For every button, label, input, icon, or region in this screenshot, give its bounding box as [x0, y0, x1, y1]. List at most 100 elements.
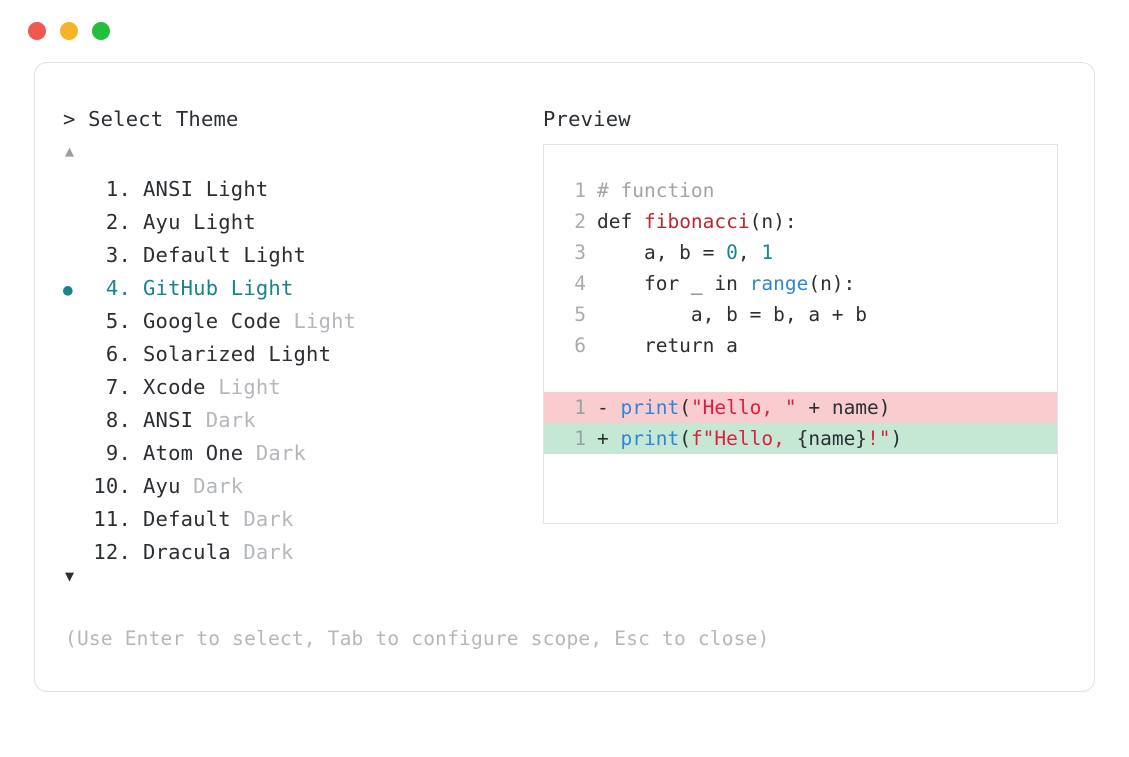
preview-panel: 1 # function 2 def fibonacci(n): 3 a, b = 0,… — [543, 144, 1058, 524]
theme-list[interactable]: ●1ANSI Light●2Ayu Light●3Default Light●4… — [63, 174, 543, 569]
theme-selector-card: > Select Theme ▲ ●1ANSI Light●2Ayu Light… — [34, 62, 1095, 692]
theme-name: GitHub — [143, 276, 219, 300]
theme-list-item[interactable]: ●8 ANSI Dark — [63, 405, 543, 437]
line-number: 1 — [574, 396, 586, 419]
scroll-up-icon[interactable]: ▲ — [65, 142, 75, 160]
line-number: 4 — [574, 272, 586, 295]
theme-name: Solarized — [143, 342, 256, 366]
theme-variant: Dark — [180, 474, 244, 498]
selected-bullet-icon: ● — [63, 373, 87, 404]
line-number: 1 — [574, 427, 586, 450]
theme-index: 4 — [87, 273, 131, 304]
theme-name: Atom One — [143, 441, 244, 465]
line-number: 2 — [574, 210, 586, 233]
code-text: return a — [597, 334, 738, 357]
theme-name: Google Code — [143, 309, 281, 333]
minimize-button[interactable] — [60, 22, 78, 40]
code-text: a, b = 0, 1 — [597, 241, 774, 264]
close-button[interactable] — [28, 22, 46, 40]
theme-name: Ayu — [143, 210, 181, 234]
code-text: + print(f"Hello, {name}!") — [597, 427, 903, 450]
code-text: a, b = b, a + b — [597, 303, 868, 326]
theme-list-item[interactable]: ●5 Google Code Light — [63, 306, 543, 338]
theme-name: Dracula — [143, 540, 231, 564]
theme-list-item[interactable]: ●6 Solarized Light — [63, 339, 543, 371]
footer-area: ▼ (Use Enter to select, Tab to configure… — [63, 569, 1058, 692]
code-line: 1 # function — [544, 175, 1057, 206]
theme-index: 6 — [87, 339, 131, 370]
selected-bullet-icon: ● — [63, 472, 87, 503]
theme-list-item[interactable]: ●7 Xcode Light — [63, 372, 543, 404]
maximize-button[interactable] — [92, 22, 110, 40]
theme-list-item[interactable]: ●10 Ayu Dark — [63, 471, 543, 503]
selected-bullet-icon: ● — [63, 406, 87, 437]
theme-list-item[interactable]: ●2 Ayu Light — [63, 207, 543, 239]
selected-bullet-icon: ● — [63, 241, 87, 272]
selected-bullet-icon: ● — [63, 340, 87, 371]
diff-line-plus: 1 + print(f"Hello, {name}!") — [544, 423, 1057, 454]
line-number: 6 — [574, 334, 586, 357]
theme-name: Xcode — [143, 375, 206, 399]
scroll-down-icon[interactable]: ▼ — [65, 567, 75, 585]
code-spacer — [544, 361, 1057, 392]
theme-list-column: > Select Theme ▲ ●1ANSI Light●2Ayu Light… — [63, 107, 543, 569]
theme-variant: Light — [193, 177, 269, 201]
code-preview: 1 # function 2 def fibonacci(n): 3 a, b = 0,… — [544, 175, 1057, 454]
theme-name: Ayu — [143, 474, 181, 498]
code-line: 5 a, b = b, a + b — [544, 299, 1057, 330]
theme-list-item[interactable]: ●9 Atom One Dark — [63, 438, 543, 470]
theme-variant: Dark — [230, 540, 294, 564]
code-text: def fibonacci(n): — [597, 210, 797, 233]
theme-index: 8 — [87, 405, 131, 436]
theme-list-item[interactable]: ●1ANSI Light — [63, 174, 543, 206]
selected-bullet-icon: ● — [63, 538, 87, 569]
diff-line-minus: 1 - print("Hello, " + name) — [544, 392, 1057, 423]
code-text: - print("Hello, " + name) — [597, 396, 891, 419]
theme-variant: Dark — [193, 408, 256, 432]
theme-name: ANSI — [143, 177, 194, 201]
theme-list-item[interactable]: ●4GitHub Light — [63, 273, 543, 305]
code-line: 4 for _ in range(n): — [544, 268, 1057, 299]
theme-index: 7 — [87, 372, 131, 403]
window-titlebar — [0, 0, 1129, 62]
theme-list-item[interactable]: ●11 Default Dark — [63, 504, 543, 536]
theme-variant: Light — [230, 243, 307, 267]
line-number: 3 — [574, 241, 586, 264]
theme-index: 3 — [87, 240, 131, 271]
keyboard-hint: (Use Enter to select, Tab to configure s… — [65, 627, 770, 650]
selected-bullet-icon: ● — [63, 505, 87, 536]
code-line: 3 a, b = 0, 1 — [544, 237, 1057, 268]
theme-index: 12 — [87, 537, 131, 568]
code-line: 6 return a — [544, 330, 1057, 361]
line-number: 1 — [574, 179, 586, 202]
selected-bullet-icon: ● — [63, 439, 87, 470]
theme-variant: Dark — [230, 507, 294, 531]
theme-index: 11 — [87, 504, 131, 535]
theme-variant: Light — [218, 276, 294, 300]
selected-bullet-icon: ● — [63, 307, 87, 338]
theme-list-item[interactable]: ●3 Default Light — [63, 240, 543, 272]
preview-header: Preview — [543, 107, 631, 131]
code-line: 2 def fibonacci(n): — [544, 206, 1057, 237]
theme-variant: Light — [205, 375, 281, 399]
theme-name: ANSI — [143, 408, 194, 432]
theme-variant: Light — [255, 342, 332, 366]
code-text: for _ in range(n): — [597, 272, 856, 295]
selected-bullet-icon: ● — [63, 208, 87, 239]
theme-list-item[interactable]: ●12 Dracula Dark — [63, 537, 543, 569]
theme-variant: Light — [180, 210, 256, 234]
page-title: > Select Theme — [63, 107, 239, 131]
theme-name: Default — [143, 243, 231, 267]
code-text: # function — [597, 179, 715, 202]
line-number: 5 — [574, 303, 586, 326]
theme-index: 9 — [87, 438, 131, 469]
preview-column: Preview 1 # function 2 def fibonacci(n): 3 a… — [543, 107, 1058, 569]
theme-name: Default — [143, 507, 231, 531]
theme-index: 10 — [87, 471, 131, 502]
selector-columns: > Select Theme ▲ ●1ANSI Light●2Ayu Light… — [63, 107, 1058, 569]
theme-variant: Light — [280, 309, 357, 333]
theme-index: 1 — [87, 174, 131, 205]
theme-index: 2 — [87, 207, 131, 238]
theme-variant: Dark — [243, 441, 307, 465]
theme-index: 5 — [87, 306, 131, 337]
